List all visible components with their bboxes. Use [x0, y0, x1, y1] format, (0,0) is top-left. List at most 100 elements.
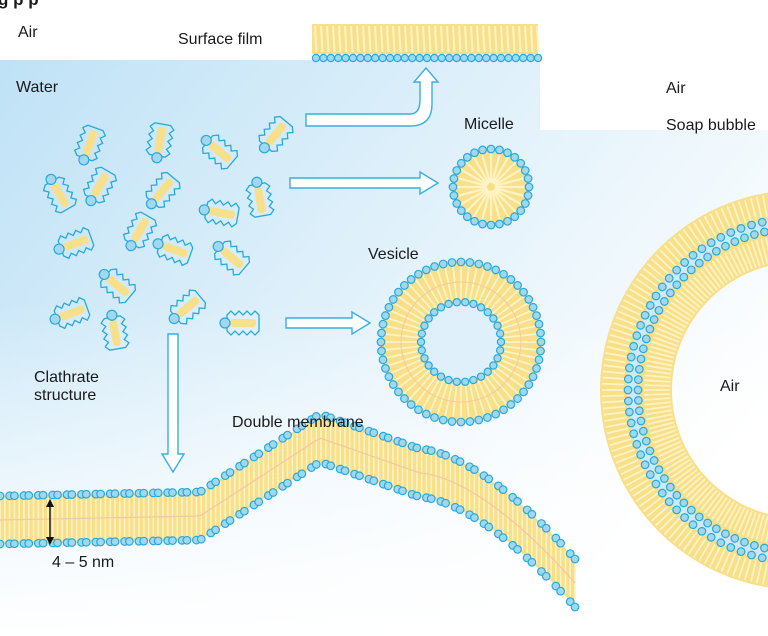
hydrophobic-tail — [82, 130, 98, 156]
bubble-inner-tail — [658, 444, 683, 458]
membrane-top-head — [498, 485, 508, 494]
bubble-inner-tail — [670, 301, 693, 318]
vesicle-outer-head — [430, 413, 439, 422]
surface-film-head — [326, 53, 335, 63]
air-inside-bubble-label: Air — [720, 378, 740, 395]
bubble-inner-tail — [760, 515, 768, 542]
clathrate-cage — [245, 182, 275, 218]
bubble-head-inner — [645, 324, 655, 334]
bubble-inner-tail — [679, 289, 701, 308]
membrane-bottom-head — [81, 537, 91, 547]
bubble-inner-tail — [644, 397, 671, 401]
bubble-head-inner — [686, 505, 696, 515]
surface-film-head — [363, 53, 372, 63]
surface-film-head — [526, 53, 535, 63]
vesicle-outer-head — [465, 258, 475, 267]
vesicle-outer-head — [491, 409, 501, 419]
bubble-head-outer — [626, 418, 636, 428]
membrane-top-head — [67, 490, 77, 499]
membrane-bottom-head — [527, 557, 537, 567]
bubble-head-inner — [760, 543, 768, 553]
bubble-outer-tail — [698, 541, 712, 561]
bubble-inner-tail — [682, 286, 704, 305]
bubble-head-inner — [634, 364, 644, 374]
vesicle-inner-head — [420, 321, 429, 330]
micelle-tail — [465, 189, 489, 213]
bubble-head-inner — [636, 416, 646, 426]
bubble-head-outer — [640, 310, 650, 320]
amphiphile-molecule — [73, 124, 107, 166]
membrane-top-head — [426, 446, 436, 456]
molecule-head — [98, 268, 110, 281]
bubble-outer-tail — [732, 203, 742, 225]
membrane-top-head — [398, 438, 407, 448]
bubble-outer-tail — [655, 509, 673, 527]
tail-stripe — [440, 25, 444, 53]
tail-stripe — [374, 25, 378, 53]
bubble-head-outer — [651, 479, 661, 489]
vesicle-inner-head — [420, 354, 429, 363]
double-membrane — [0, 411, 580, 612]
bubble-inner-tail — [676, 468, 698, 487]
vesicle-inner-head — [476, 372, 486, 381]
micelle-tail — [490, 190, 502, 222]
surface-film-head — [474, 53, 483, 63]
bubble-head-inner — [641, 334, 651, 344]
micelle-label: Micelle — [464, 116, 514, 133]
micelle-tail — [493, 188, 522, 206]
bubble-inner-tail — [679, 472, 701, 491]
membrane-bottom-head — [239, 506, 249, 516]
clathrate-cage — [156, 233, 194, 267]
vesicle-outer-head — [532, 364, 541, 373]
tail-stripe — [530, 25, 534, 53]
bubble-inner-tail — [665, 455, 689, 471]
bubble-head-inner — [679, 272, 689, 282]
bubble-inner-tail — [651, 340, 677, 351]
bubble-outer-tail — [762, 562, 768, 585]
membrane-bottom-head — [96, 537, 106, 547]
bubble-outer-tail — [677, 528, 693, 548]
bubble-head-inner — [694, 258, 704, 268]
bubble-inner-tail — [755, 514, 765, 541]
bubble-head-inner — [649, 456, 659, 465]
bubble-head-outer — [632, 439, 642, 449]
bubble-inner-tail — [715, 257, 732, 281]
bubble-inner-tail — [660, 448, 685, 462]
hydrophobic-tail — [91, 172, 109, 198]
micelle-tail — [492, 189, 510, 218]
tail-stripe — [380, 25, 384, 53]
micelle-head — [516, 158, 526, 168]
bubble-head-outer — [716, 232, 726, 242]
bubble-inner-tail — [656, 440, 682, 453]
membrane-bottom-head — [354, 471, 364, 481]
bubble-outer-tail — [602, 405, 625, 410]
bubble-outer-tail — [650, 258, 669, 275]
molecule-head — [152, 238, 164, 250]
bubble-outer-tail — [617, 310, 639, 321]
bubble-outer-tail — [623, 469, 644, 481]
bubble-inner-tail — [673, 297, 696, 315]
tail-stripe — [362, 25, 366, 53]
vesicle-outer-head — [406, 275, 416, 284]
tail-stripe — [458, 25, 462, 53]
bubble-outer-tail — [709, 546, 721, 567]
molecule-head — [251, 176, 263, 188]
clathrate-cage — [258, 115, 294, 153]
bubble-head-outer — [757, 553, 767, 563]
tail-stripe — [518, 25, 522, 53]
amphiphile-molecule — [168, 289, 207, 325]
vesicle-outer-head — [536, 346, 545, 356]
vesicle-inner-head — [469, 375, 478, 385]
vesicle-inner-head — [483, 308, 492, 317]
membrane-top-head — [354, 423, 364, 433]
bubble-inner-tail — [652, 433, 678, 444]
bubble-inner-tail — [658, 322, 683, 336]
membrane-bottom-head — [9, 539, 19, 549]
molecule-head — [78, 154, 90, 166]
clathrate-cage — [145, 122, 175, 158]
vesicle-outer-head — [414, 405, 423, 415]
bubble-head-inner — [638, 344, 648, 354]
vesicle-outer-head — [384, 302, 394, 312]
bubble-outer-tail — [609, 438, 632, 447]
bubble-outer-tail — [655, 253, 673, 271]
